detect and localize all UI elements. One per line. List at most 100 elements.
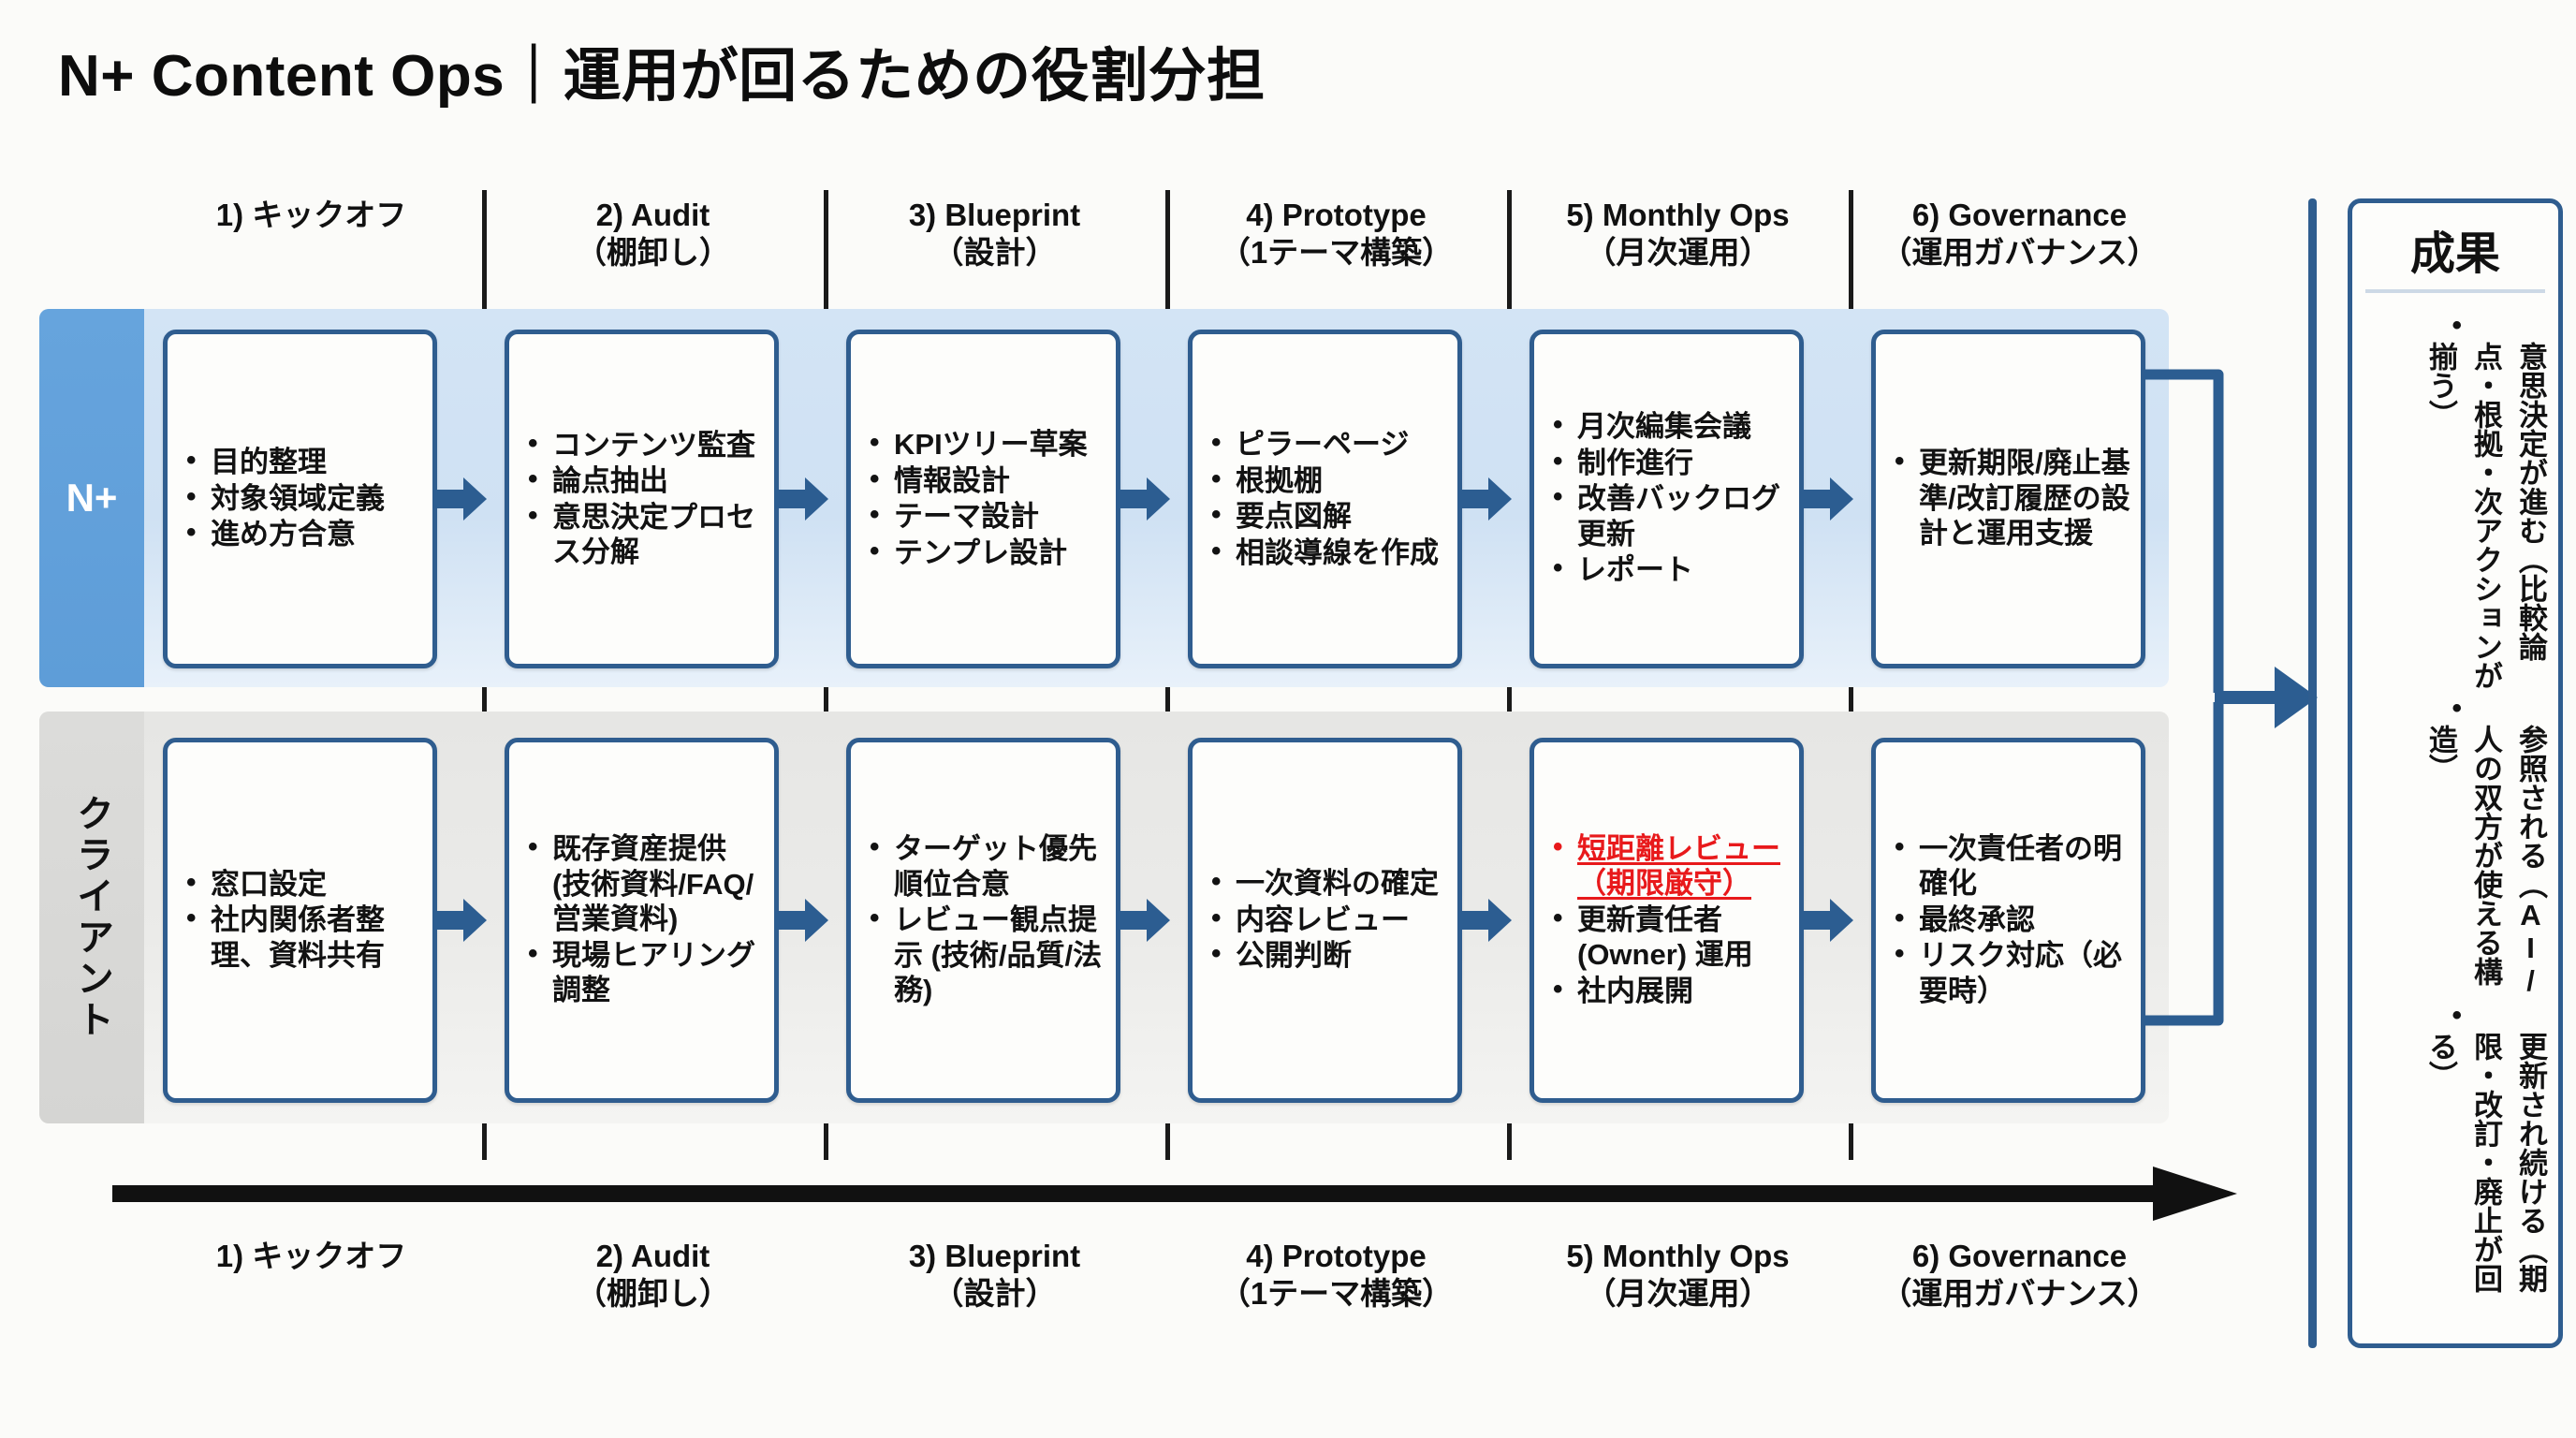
np-card-4-list: ピラーページ 根拠棚 要点図解 相談導線を作成 bbox=[1208, 426, 1450, 571]
np-card-row: 目的整理 対象領域定義 進め方合意 コンテンツ監査 論点抽出 意思決定プロセス分… bbox=[140, 330, 2190, 668]
np-card-5-list: 月次編集会議 制作進行 改善バックログ更新 レポート bbox=[1549, 408, 1792, 589]
np-card-1[interactable]: 目的整理 対象領域定義 進め方合意 bbox=[163, 330, 437, 668]
list-item: 論点抽出 bbox=[524, 462, 767, 499]
np-card-slot-2: コンテンツ監査 論点抽出 意思決定プロセス分解 bbox=[482, 330, 828, 668]
phase-header-2: 2) Audit （棚卸し） bbox=[482, 197, 824, 300]
np-card-3[interactable]: KPIツリー草案 情報設計 テーマ設計 テンプレ設計 bbox=[846, 330, 1120, 668]
client-card-slot-3: ターゲット優先順位合意 レビュー観点提示 (技術/品質/法務) bbox=[824, 738, 1170, 1103]
phase-header-6-en: 6) Governance bbox=[1911, 198, 2128, 232]
phase-header-3: 3) Blueprint （設計） bbox=[824, 197, 1165, 300]
np-card-slot-3: KPIツリー草案 情報設計 テーマ設計 テンプレ設計 bbox=[824, 330, 1170, 668]
flow-arrow-icon bbox=[1458, 899, 1512, 942]
list-item: 進め方合意 bbox=[183, 516, 425, 552]
client-card-3[interactable]: ターゲット優先順位合意 レビュー観点提示 (技術/品質/法務) bbox=[846, 738, 1120, 1103]
list-item: 相談導線を作成 bbox=[1208, 535, 1450, 571]
list-item: 改善バックログ更新 bbox=[1549, 480, 1792, 551]
phase-footer-1: 1) キックオフ bbox=[140, 1238, 482, 1341]
client-card-2-list: 既存資産提供 (技術資料/FAQ/営業資料) 現場ヒアリング調整 bbox=[524, 830, 767, 1009]
list-item: テンプレ設計 bbox=[866, 535, 1108, 571]
outcome-item-1: 意思決定が進む（比較論点・根拠・次アクションが揃う） bbox=[2360, 310, 2553, 693]
role-label-np: N+ bbox=[39, 309, 144, 687]
client-card-2[interactable]: 既存資産提供 (技術資料/FAQ/営業資料) 現場ヒアリング調整 bbox=[505, 738, 779, 1103]
np-card-5[interactable]: 月次編集会議 制作進行 改善バックログ更新 レポート bbox=[1530, 330, 1804, 668]
np-card-slot-1: 目的整理 対象領域定義 進め方合意 bbox=[140, 330, 487, 668]
list-item: 一次資料の確定 bbox=[1208, 865, 1450, 902]
list-item: レビュー観点提示 (技術/品質/法務) bbox=[866, 902, 1108, 1008]
list-item: 内容レビュー bbox=[1208, 902, 1450, 938]
outcome-panel[interactable]: 成果 意思決定が進む（比較論点・根拠・次アクションが揃う） 参照される（AI/人… bbox=[2348, 198, 2563, 1348]
list-item: 既存資産提供 (技術資料/FAQ/営業資料) bbox=[524, 830, 767, 937]
np-card-1-list: 目的整理 対象領域定義 進め方合意 bbox=[183, 444, 425, 553]
client-card-slot-1: 窓口設定 社内関係者整理、資料共有 bbox=[140, 738, 487, 1103]
client-card-4[interactable]: 一次資料の確定 内容レビュー 公開判断 bbox=[1188, 738, 1462, 1103]
list-item: 更新期限/廃止基準/改訂履歴の設計と運用支援 bbox=[1891, 445, 2133, 551]
outcome-rail bbox=[2308, 198, 2317, 1348]
client-card-1-list: 窓口設定 社内関係者整理、資料共有 bbox=[183, 866, 425, 975]
phase-header-3-en: 3) Blueprint bbox=[908, 198, 1081, 232]
np-card-6-list: 更新期限/廃止基準/改訂履歴の設計と運用支援 bbox=[1891, 445, 2133, 552]
outcome-item-3: 更新され続ける（期限・改訂・廃止が回る） bbox=[2360, 1000, 2553, 1302]
phase-header-4-en: 4) Prototype bbox=[1246, 198, 1427, 232]
outcome-title: 成果 bbox=[2365, 216, 2545, 293]
phase-footer-3-jp: （設計） bbox=[932, 1276, 1057, 1312]
phase-footer-2: 2) Audit （棚卸し） bbox=[482, 1238, 824, 1341]
list-item: KPIツリー草案 bbox=[866, 426, 1108, 462]
client-card-slot-5: 短距離レビュー（期限厳守） 更新責任者 (Owner) 運用 社内展開 bbox=[1507, 738, 1853, 1103]
client-card-5[interactable]: 短距離レビュー（期限厳守） 更新責任者 (Owner) 運用 社内展開 bbox=[1530, 738, 1804, 1103]
role-label-client: クライアント bbox=[39, 712, 144, 1123]
list-item: 最終承認 bbox=[1891, 902, 2133, 938]
list-item: 意思決定プロセス分解 bbox=[524, 499, 767, 570]
phase-footer-3-en: 3) Blueprint bbox=[908, 1239, 1081, 1273]
client-card-1[interactable]: 窓口設定 社内関係者整理、資料共有 bbox=[163, 738, 437, 1103]
phase-header-5-en: 5) Monthly Ops bbox=[1566, 198, 1790, 232]
list-item: 一次責任者の明確化 bbox=[1891, 830, 2133, 902]
phase-footer-5-jp: （月次運用） bbox=[1585, 1276, 1771, 1312]
phase-footer-2-jp: （棚卸し） bbox=[576, 1276, 730, 1312]
flow-arrow-icon bbox=[1117, 477, 1170, 521]
np-card-slot-5: 月次編集会議 制作進行 改善バックログ更新 レポート bbox=[1507, 330, 1853, 668]
list-item: 社内関係者整理、資料共有 bbox=[183, 902, 425, 973]
list-item: 目的整理 bbox=[183, 444, 425, 480]
client-card-row: 窓口設定 社内関係者整理、資料共有 既存資産提供 (技術資料/FAQ/営業資料)… bbox=[140, 738, 2190, 1103]
np-card-2-list: コンテンツ監査 論点抽出 意思決定プロセス分解 bbox=[524, 427, 767, 571]
phase-header-4-jp: （1テーマ構築） bbox=[1219, 235, 1454, 271]
flow-arrow-icon bbox=[1800, 477, 1853, 521]
np-card-2[interactable]: コンテンツ監査 論点抽出 意思決定プロセス分解 bbox=[505, 330, 779, 668]
flow-arrow-icon bbox=[1458, 477, 1512, 521]
list-item: ターゲット優先順位合意 bbox=[866, 830, 1108, 902]
merge-connector-icon bbox=[2144, 369, 2318, 1026]
phase-footer-6-jp: （運用ガバナンス） bbox=[1881, 1276, 2159, 1312]
phase-header-2-jp: （棚卸し） bbox=[576, 235, 730, 271]
list-item: ピラーページ bbox=[1208, 426, 1450, 462]
phase-footer-4-jp: （1テーマ構築） bbox=[1219, 1276, 1454, 1312]
list-item: 制作進行 bbox=[1549, 445, 1792, 481]
client-card-slot-4: 一次資料の確定 内容レビュー 公開判断 bbox=[1165, 738, 1512, 1103]
phase-header-3-jp: （設計） bbox=[932, 235, 1057, 271]
phase-header-6: 6) Governance （運用ガバナンス） bbox=[1849, 197, 2190, 300]
timeline-arrow-icon bbox=[112, 1167, 2237, 1221]
list-item: 対象領域定義 bbox=[183, 480, 425, 517]
flow-arrow-icon bbox=[775, 899, 828, 942]
list-item: 情報設計 bbox=[866, 462, 1108, 499]
phase-footer-4-en: 4) Prototype bbox=[1246, 1239, 1427, 1273]
list-item: 要点図解 bbox=[1208, 498, 1450, 535]
flow-arrow-icon bbox=[433, 899, 487, 942]
outcome-item-2: 参照される（AI/人の双方が使える構造） bbox=[2360, 693, 2553, 1000]
np-card-4[interactable]: ピラーページ 根拠棚 要点図解 相談導線を作成 bbox=[1188, 330, 1462, 668]
np-card-6[interactable]: 更新期限/廃止基準/改訂履歴の設計と運用支援 bbox=[1871, 330, 2145, 668]
list-item: リスク対応（必要時） bbox=[1891, 937, 2133, 1008]
phase-header-5-jp: （月次運用） bbox=[1585, 235, 1771, 271]
client-card-6[interactable]: 一次責任者の明確化 最終承認 リスク対応（必要時） bbox=[1871, 738, 2145, 1103]
flow-arrow-icon bbox=[1800, 899, 1853, 942]
list-item: レポート bbox=[1549, 551, 1792, 588]
phase-footer-4: 4) Prototype （1テーマ構築） bbox=[1165, 1238, 1507, 1341]
phase-header-row-bottom: 1) キックオフ 2) Audit （棚卸し） 3) Blueprint （設計… bbox=[140, 1238, 2190, 1341]
phase-header-1-en: 1) キックオフ bbox=[215, 198, 407, 232]
client-card-slot-2: 既存資産提供 (技術資料/FAQ/営業資料) 現場ヒアリング調整 bbox=[482, 738, 828, 1103]
phase-header-1: 1) キックオフ bbox=[140, 197, 482, 300]
list-item: 月次編集会議 bbox=[1549, 408, 1792, 445]
phase-footer-5: 5) Monthly Ops （月次運用） bbox=[1507, 1238, 1849, 1341]
list-item: 根拠棚 bbox=[1208, 462, 1450, 499]
list-item: 現場ヒアリング調整 bbox=[524, 937, 767, 1008]
page-title: N+ Content Ops｜運用が回るための役割分担 bbox=[58, 44, 1266, 109]
